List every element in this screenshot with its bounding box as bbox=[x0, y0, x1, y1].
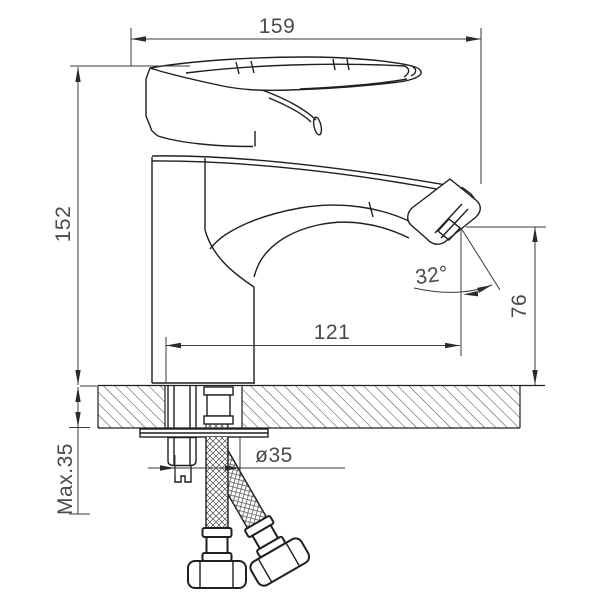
arrow-159-right bbox=[466, 36, 481, 42]
handle-lever bbox=[149, 56, 422, 92]
dim-label-o35: ø35 bbox=[255, 444, 293, 467]
aerator-mouth bbox=[436, 218, 462, 241]
mounting-hole-edges bbox=[164, 386, 243, 428]
arrow-76-bottom bbox=[532, 370, 538, 385]
arrow-max35-bottom bbox=[75, 412, 81, 427]
washer-plate bbox=[139, 428, 269, 438]
countertop-section bbox=[97, 384, 545, 429]
handle-pivot-detail bbox=[312, 116, 323, 136]
cartridge-dome bbox=[261, 89, 317, 123]
vertical-hose-braid bbox=[206, 437, 228, 528]
mounting-stud bbox=[167, 386, 197, 483]
dim-label-121: 121 bbox=[314, 321, 351, 344]
dimension-159: 159 bbox=[130, 15, 482, 184]
hose-fitting-in-hole bbox=[203, 386, 234, 430]
dimension-hole-diameter: ø35 bbox=[148, 437, 345, 477]
dim-label-32: 32° bbox=[414, 262, 450, 289]
vertical-hose-hex-nut bbox=[187, 560, 247, 589]
lever-tip-detail bbox=[403, 65, 417, 78]
dim-label-159: 159 bbox=[259, 15, 296, 38]
arrow-76-top bbox=[532, 227, 538, 242]
dim-label-152: 152 bbox=[52, 206, 75, 243]
dimension-152: 152 bbox=[52, 65, 190, 385]
arrow-121-right bbox=[445, 342, 460, 349]
dim-label-76: 76 bbox=[508, 294, 531, 318]
supply-hose-vertical bbox=[187, 437, 247, 589]
lever-facet-ticks bbox=[235, 58, 350, 75]
arrow-152-top bbox=[75, 67, 81, 82]
dim-label-max35: Max.35 bbox=[54, 443, 77, 515]
dimension-121: 121 bbox=[165, 321, 460, 382]
faucet-outline bbox=[145, 56, 481, 384]
dimension-max-thickness: Max.35 bbox=[54, 385, 97, 515]
countertop-hatch-left bbox=[98, 386, 165, 428]
dimension-angle-32: 32° bbox=[414, 227, 501, 356]
stud-end bbox=[174, 465, 192, 483]
vertical-hose-tube bbox=[205, 536, 229, 554]
arrow-angle-right bbox=[477, 282, 493, 293]
angled-hose-hex-nut bbox=[249, 537, 311, 587]
arrow-152-bottom bbox=[75, 370, 81, 385]
arrow-max35-top bbox=[75, 387, 81, 402]
aerator bbox=[407, 178, 481, 245]
arrow-159-left bbox=[131, 36, 146, 42]
vertical-hose-collar bbox=[201, 527, 233, 538]
stud-nut bbox=[167, 436, 197, 467]
spout-panel-split bbox=[368, 201, 374, 218]
faucet-body-column bbox=[152, 156, 254, 383]
body-fillet bbox=[204, 229, 255, 288]
handle-body bbox=[145, 67, 323, 148]
dimension-76: 76 bbox=[466, 226, 546, 385]
countertop-hatch-right bbox=[242, 386, 520, 428]
